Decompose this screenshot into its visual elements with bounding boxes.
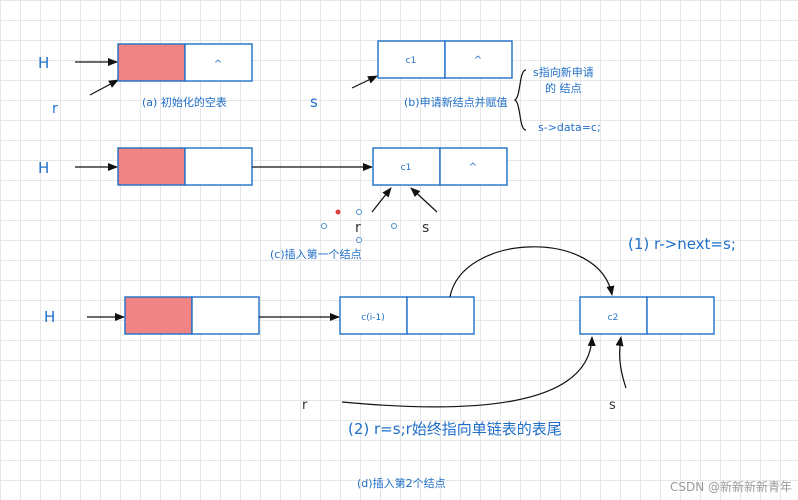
r-pointer-arrow-a <box>89 79 119 96</box>
pointer-r-label-a: r <box>52 101 58 117</box>
section-d: (1) r->next=s; H c(i-1) c2 r s (2) r=s;r… <box>44 235 736 490</box>
caption-a: (a) 初始化的空表 <box>142 95 227 109</box>
s-pointer-arrow-b <box>351 75 378 89</box>
prev-node-next-cell-d <box>406 296 475 335</box>
node1-data-cell-c <box>372 147 441 186</box>
new-node-next-cell-b <box>444 40 513 79</box>
prev-node-data-text-d: c(i-1) <box>361 313 384 323</box>
head-label-c: H <box>38 159 49 177</box>
new-node-data-cell-b <box>377 40 446 79</box>
head-label-d: H <box>44 308 55 326</box>
pointer-s-label-d: s <box>609 398 616 413</box>
pointer-r-label-d: r <box>302 398 308 413</box>
r-pointer-arrow-c <box>371 187 392 213</box>
selection-handle-red[interactable] <box>335 209 341 215</box>
s-pointer-curve-d <box>615 336 627 389</box>
watermark: CSDN @新新新新青年 <box>670 479 792 494</box>
note-line1-b: s指向新申请 <box>533 65 594 79</box>
pointer-s-label-b: s <box>310 93 318 111</box>
null-symbol-a: ^ <box>214 59 222 70</box>
caption-c: (c)插入第一个结点 <box>270 247 362 261</box>
section-b: s c1 ^ s指向新申请 的 结点 s->data=c; (b)申请新结点并赋… <box>310 40 601 134</box>
step1-label-d: (1) r->next=s; <box>628 235 736 253</box>
head-node-data-cell-a <box>117 43 186 82</box>
s-pointer-arrow-c <box>410 187 438 213</box>
section-a: H r ^ (a) 初始化的空表 <box>38 43 253 117</box>
note-line3-b: s->data=c; <box>538 121 601 134</box>
node1-data-text-c: c1 <box>401 163 412 173</box>
new-node-next-cell-d <box>646 296 715 335</box>
new-node-data-cell-d <box>579 296 648 335</box>
null-symbol-c: ^ <box>469 162 477 173</box>
head-node-data-cell-d <box>124 296 193 335</box>
selection-handle[interactable] <box>321 223 327 229</box>
note-line2-b: 的 结点 <box>545 81 582 95</box>
note-brace-b <box>513 69 527 131</box>
selection-handle[interactable] <box>356 209 362 215</box>
new-node-data-text-b: c1 <box>406 56 417 66</box>
head-node-next-cell-a <box>184 43 253 82</box>
new-node-data-text-d: c2 <box>608 313 619 323</box>
node1-next-cell-c <box>439 147 508 186</box>
pointer-s-label-c: s <box>422 220 429 236</box>
step2-label-d: (2) r=s;r始终指向单链表的表尾 <box>348 420 562 438</box>
selection-handle[interactable] <box>391 223 397 229</box>
null-symbol-b: ^ <box>474 55 482 66</box>
head-node-next-cell-c <box>184 147 253 186</box>
next-link-curve-d <box>449 246 615 298</box>
head-label-a: H <box>38 54 49 72</box>
caption-d: (d)插入第2个结点 <box>357 476 446 490</box>
head-node-data-cell-c <box>117 147 186 186</box>
head-node-next-cell-d <box>191 296 260 335</box>
selection-handle[interactable] <box>356 237 362 243</box>
section-c: H c1 ^ r s (c)插入第一个结点 <box>38 147 508 261</box>
pointer-r-label-c: r <box>355 220 361 236</box>
r-move-curve-d <box>341 336 596 408</box>
caption-b: (b)申请新结点并赋值 <box>404 95 508 109</box>
